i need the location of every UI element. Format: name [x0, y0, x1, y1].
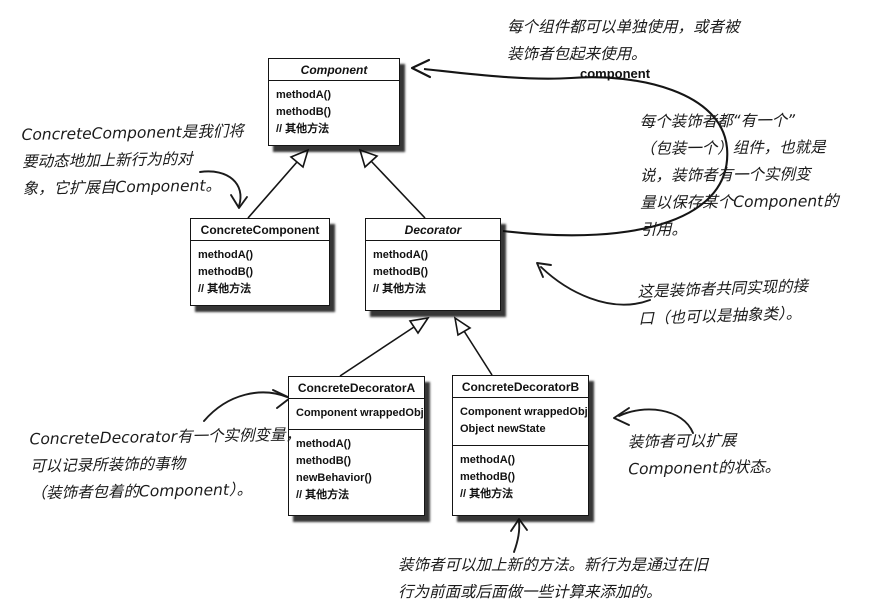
method-comment: // 其他方法	[198, 283, 252, 295]
note-line: 装饰者可以加上新的方法。新行为是通过在旧	[398, 556, 709, 574]
class-box-concrete-decorator-a: ConcreteDecoratorA Component wrappedObj …	[288, 376, 425, 516]
class-methods-concrete-decorator-b: methodA() methodB() // 其他方法	[453, 446, 588, 510]
note-line: （包装一个）组件，也就是	[639, 138, 826, 158]
note-line: 说，装饰者有一个实例变	[639, 165, 811, 185]
class-fields-concrete-decorator-b: Component wrappedObj Object newState	[453, 398, 588, 446]
note-line: 装饰者包起来使用。	[507, 45, 647, 63]
field: Component wrappedObj	[296, 407, 424, 419]
generalization-arrow-concretedecoratora-decorator	[339, 316, 430, 377]
method: methodA()	[296, 438, 351, 450]
class-title-concrete-decorator-a: ConcreteDecoratorA	[289, 377, 424, 399]
note-right-extend-state: 装饰者可以扩展 Component的状态。	[628, 427, 781, 484]
note-arrow-to-concretedecoratora	[203, 389, 291, 422]
note-line: 装饰者可以扩展	[627, 431, 737, 452]
note-arrow-to-decorator	[536, 262, 651, 306]
note-line: 要动态地加上新行为的对	[21, 149, 193, 171]
class-methods-component: methodA() methodB() // 其他方法	[269, 81, 399, 145]
note-line: ConcreteDecorator有一个实例变量，	[29, 425, 302, 449]
note-line: 象，它扩展自Component。	[22, 176, 222, 198]
method: methodA()	[198, 249, 253, 261]
method: methodA()	[460, 454, 515, 466]
method-comment: // 其他方法	[373, 283, 427, 295]
note-left-concrete-component: ConcreteComponent是我们将 要动态地加上新行为的对 象，它扩展自…	[21, 118, 245, 203]
generalization-arrow-concretedecoratorb-decorator	[453, 316, 493, 376]
field: Object newState	[460, 423, 546, 435]
class-methods-decorator: methodA() methodB() // 其他方法	[366, 241, 500, 305]
note-arrow-to-concretedecoratorb-bottom	[510, 518, 528, 553]
class-box-concrete-decorator-b: ConcreteDecoratorB Component wrappedObj …	[452, 375, 589, 516]
note-top: 每个组件都可以单独使用，或者被 装饰者包起来使用。	[507, 14, 740, 68]
method: methodA()	[373, 249, 428, 261]
generalization-arrow-concretecomponent-component	[247, 148, 310, 219]
method: methodB()	[460, 471, 515, 483]
method-comment: // 其他方法	[460, 488, 514, 500]
note-line: 每个装饰者都“有一个”	[639, 111, 796, 131]
method: methodB()	[373, 266, 428, 278]
class-methods-concrete-decorator-a: methodA() methodB() newBehavior() // 其他方…	[289, 430, 424, 511]
generalization-arrow-decorator-component	[358, 148, 426, 219]
class-title-decorator: Decorator	[366, 219, 500, 241]
class-methods-concrete-component: methodA() methodB() // 其他方法	[191, 241, 329, 305]
class-box-concrete-component: ConcreteComponent methodA() methodB() //…	[190, 218, 330, 306]
association-label-component: component	[580, 66, 651, 81]
method: newBehavior()	[296, 472, 372, 484]
note-line: 口（也可以是抽象类）。	[638, 304, 802, 328]
class-title-component: Component	[269, 59, 399, 81]
note-right-interface: 这是装饰者共同实现的接 口（也可以是抽象类）。	[637, 273, 809, 333]
note-line: 每个组件都可以单独使用，或者被	[507, 18, 740, 36]
method-comment: // 其他方法	[276, 123, 330, 135]
method: methodA()	[276, 89, 331, 101]
note-line: （装饰者包着的Component）。	[30, 480, 253, 503]
note-line: 量以保存某个Component的	[640, 192, 839, 212]
method: methodB()	[198, 266, 253, 278]
method: methodB()	[296, 455, 351, 467]
class-box-decorator: Decorator methodA() methodB() // 其他方法	[365, 218, 501, 311]
note-line: 引用。	[640, 220, 688, 239]
class-title-concrete-decorator-b: ConcreteDecoratorB	[453, 376, 588, 398]
note-bottom-new-methods: 装饰者可以加上新的方法。新行为是通过在旧 行为前面或后面做一些计算来添加的。	[398, 552, 708, 606]
note-line: ConcreteComponent是我们将	[21, 122, 244, 144]
note-right-has-a: 每个装饰者都“有一个” （包装一个）组件，也就是 说，装饰者有一个实例变 量以保…	[639, 107, 839, 244]
class-fields-concrete-decorator-a: Component wrappedObj	[289, 399, 424, 430]
note-line: 行为前面或后面做一些计算来添加的。	[398, 583, 662, 601]
class-title-concrete-component: ConcreteComponent	[191, 219, 329, 241]
method-comment: // 其他方法	[296, 489, 350, 501]
class-box-component: Component methodA() methodB() // 其他方法	[268, 58, 400, 146]
method: methodB()	[276, 106, 331, 118]
field: Component wrappedObj	[460, 406, 588, 418]
note-line: Component的状态。	[628, 457, 781, 479]
note-left-concrete-decorator: ConcreteDecorator有一个实例变量， 可以记录所装饰的事物 （装饰…	[29, 422, 302, 508]
